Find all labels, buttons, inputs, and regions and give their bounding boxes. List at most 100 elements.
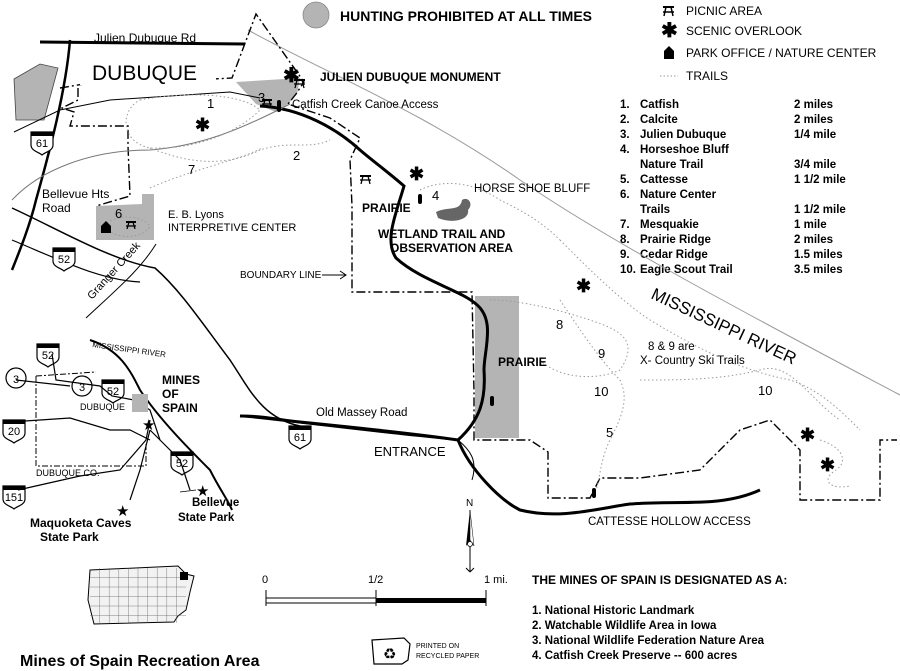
legend-trails-label: TRAILS <box>686 69 728 83</box>
ski-label-1: 8 & 9 are <box>648 341 695 353</box>
trail-list-name: Eagle Scout Trail <box>640 264 733 276</box>
highway-shield: 52 <box>101 379 125 404</box>
svg-text:State Park: State Park <box>178 512 235 524</box>
svg-text:OF: OF <box>162 387 179 401</box>
highway-shield: 52 <box>52 247 76 272</box>
scenic-icon-horseshoe: ✱ <box>409 164 424 184</box>
trail-list-length: 1 mile <box>794 219 827 231</box>
svg-text:★: ★ <box>196 483 209 500</box>
trail-num-10a: 10 <box>594 384 608 399</box>
dubuque-label-box <box>80 57 216 85</box>
svg-text:DUBUQUE CO.: DUBUQUE CO. <box>36 468 100 478</box>
boundary-label: BOUNDARY LINE <box>240 270 322 281</box>
dubuque-label: DUBUQUE <box>92 62 197 85</box>
office-legend-icon <box>664 46 674 59</box>
highway-shield: 151 <box>2 485 26 510</box>
ski-label-2: X- Country Ski Trails <box>640 355 745 367</box>
lyons-label-1: E. B. Lyons <box>168 209 224 221</box>
hunting-notice: HUNTING PROHIBITED AT ALL TIMES <box>340 8 592 24</box>
trail-list-name: Mesquakie <box>640 219 699 231</box>
entrance-label: ENTRANCE <box>374 444 446 459</box>
trail-num-6: 6 <box>115 206 122 221</box>
river-shoreline <box>247 29 900 396</box>
trail-list-number: 8. <box>620 234 630 246</box>
highway-shield: 52 <box>170 451 194 476</box>
monument-label: JULIEN DUBUQUE MONUMENT <box>320 70 501 84</box>
granger-creek-label: Granger Creek <box>85 240 143 302</box>
legend-scenic-label: SCENIC OVERLOOK <box>686 24 802 38</box>
trail-list-length: 2 miles <box>794 99 833 111</box>
pond <box>436 198 471 221</box>
trail-list-number: 10. <box>620 264 636 276</box>
highway-shield-number: 61 <box>36 138 48 150</box>
designation-item: 1. National Historic Landmark <box>532 605 695 617</box>
svg-text:N: N <box>466 498 473 509</box>
dubuque-boundary <box>60 88 131 207</box>
trail-list-name: Prairie Ridge <box>640 234 711 246</box>
picnic-icon-lyons <box>126 221 136 230</box>
svg-text:State Park: State Park <box>40 530 99 544</box>
trail-list-length: 2 miles <box>794 114 833 126</box>
trail-list-length: 1/4 mile <box>794 129 836 141</box>
trail-list-number: 9. <box>620 249 630 261</box>
julien-dubuque-rd <box>39 40 246 46</box>
prairie-label-south: PRAIRIE <box>498 355 547 369</box>
scenic-icon-east-1: ✱ <box>800 425 815 445</box>
wetland-label-1: WETLAND TRAIL AND <box>378 227 506 241</box>
trail-list-name: Nature Trail <box>640 159 703 171</box>
trail-list-length: 3/4 mile <box>794 159 836 171</box>
cattesse-parking <box>592 488 596 498</box>
highway-shield-number: 151 <box>5 492 23 504</box>
bellevue-hts-label: Bellevue Hts <box>42 187 109 201</box>
canoe-label: Catfish Creek Canoe Access <box>292 99 439 111</box>
trail-list-name: Cattesse <box>640 174 688 186</box>
north-arrow: N <box>465 498 475 573</box>
bellevue-hts-road <box>11 207 301 427</box>
monument-hunting-area <box>236 78 300 112</box>
svg-text:★: ★ <box>142 417 155 434</box>
boundary-arrow <box>322 270 347 280</box>
picnic-legend-icon <box>663 6 674 17</box>
map-title: Mines of Spain Recreation Area <box>20 653 260 670</box>
trail-num-2: 2 <box>293 148 300 163</box>
trail-list-number: 7. <box>620 219 630 231</box>
trail-list-number: 3. <box>620 129 630 141</box>
prairie-hunting-area <box>475 296 519 438</box>
picnic-icon-prairie <box>360 175 371 185</box>
trail-list-name: Cedar Ridge <box>640 249 708 261</box>
trail-list-name: Catfish <box>640 99 679 111</box>
trail-list-number: 2. <box>620 114 630 126</box>
scenic-icon-monument: ✱ <box>283 65 300 87</box>
granger-creek <box>85 243 157 319</box>
scenic-legend-icon: ✱ <box>661 20 678 42</box>
highway-shield-number: 52 <box>58 254 70 266</box>
recycle-icon: ♻ <box>383 646 396 663</box>
trail-list-number: 1. <box>620 99 630 111</box>
hwy-61-road <box>10 39 72 271</box>
trail-num-9: 9 <box>598 346 605 361</box>
dubuque-city-block <box>13 63 59 121</box>
park-boundary <box>59 12 897 501</box>
recycled-paper-logo: ♻ PRINTED ON RECYCLED PAPER <box>371 637 479 665</box>
trail-list-name: Trails <box>640 204 670 216</box>
scenic-icon-river: ✱ <box>576 276 591 296</box>
catfish-creek <box>11 103 291 201</box>
trail-list-length: 3.5 miles <box>794 264 843 276</box>
svg-text:1/2: 1/2 <box>368 574 383 586</box>
trail-list-name: Calcite <box>640 114 678 126</box>
inset-map: MISSISSIPPI RIVER MINES OF SPAIN DUBUQUE… <box>9 339 239 544</box>
prairie-label-north: PRAIRIE <box>362 201 411 215</box>
legend-office-label: PARK OFFICE / NATURE CENTER <box>686 46 877 60</box>
highway-shield-number: 52 <box>42 350 54 362</box>
trail-num-8: 8 <box>556 317 563 332</box>
trail-num-7: 7 <box>188 162 195 177</box>
scenic-icon-catfish: ✱ <box>195 115 210 135</box>
trail-list-number: 4. <box>620 144 630 156</box>
trail-num-5: 5 <box>606 425 613 440</box>
picnic-icon-canoe <box>262 99 272 108</box>
svg-text:MINES: MINES <box>162 373 200 387</box>
julien-rd-label: Julien Dubuque Rd <box>94 31 196 45</box>
nature-center-office-icon <box>101 221 111 233</box>
iowa-locator-map <box>87 565 195 625</box>
